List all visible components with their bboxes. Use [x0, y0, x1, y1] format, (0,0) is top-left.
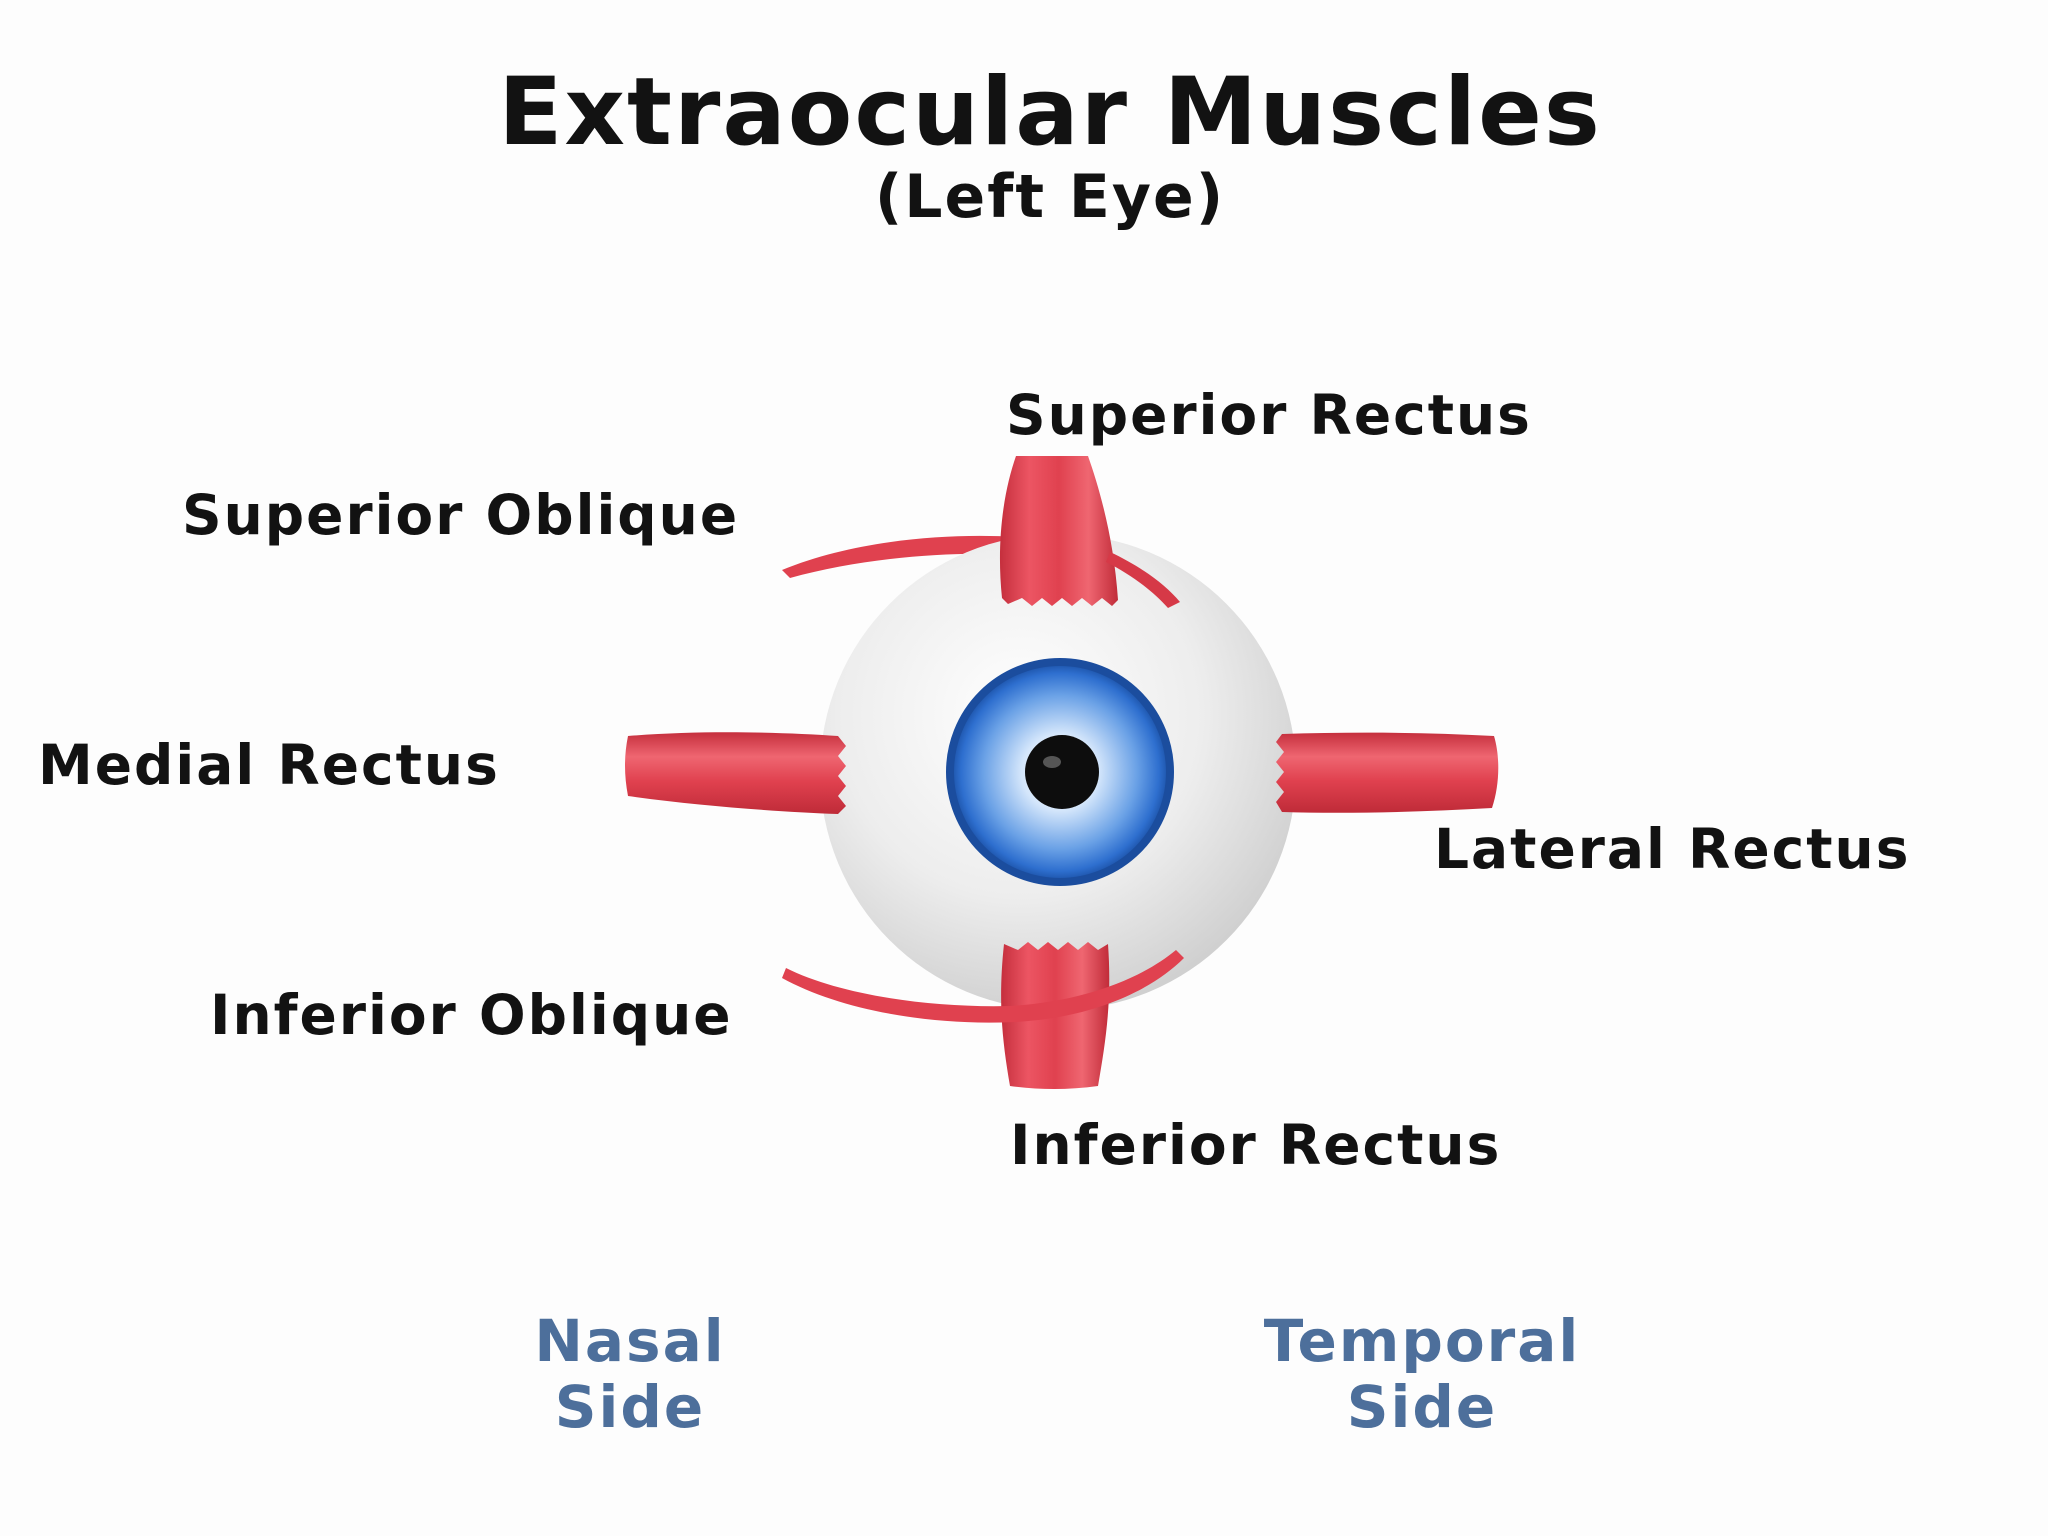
label-lateral-rectus: Lateral Rectus [1434, 817, 1911, 881]
label-superior-rectus: Superior Rectus [1006, 383, 1532, 447]
nasal-side-line1: Nasal [534, 1307, 726, 1375]
diagram-title: Extraocular Muscles [498, 58, 1602, 167]
temporal-side-label: Temporal Side [1222, 1308, 1622, 1440]
nasal-side-label: Nasal Side [490, 1308, 770, 1440]
medial-rectus-muscle [625, 732, 846, 814]
nasal-side-line2: Side [554, 1373, 706, 1441]
lateral-rectus-muscle [1276, 732, 1499, 813]
label-medial-rectus: Medial Rectus [38, 733, 500, 797]
temporal-side-line1: Temporal [1263, 1307, 1581, 1375]
diagram-subtitle: (Left Eye) [874, 162, 1226, 232]
superior-rectus-muscle [999, 456, 1118, 606]
label-inferior-oblique: Inferior Oblique [210, 983, 733, 1047]
label-superior-oblique: Superior Oblique [182, 483, 740, 547]
label-inferior-rectus: Inferior Rectus [1010, 1113, 1502, 1177]
pupil [1025, 735, 1099, 809]
inferior-oblique-muscle [782, 950, 1184, 1023]
temporal-side-line2: Side [1346, 1373, 1498, 1441]
